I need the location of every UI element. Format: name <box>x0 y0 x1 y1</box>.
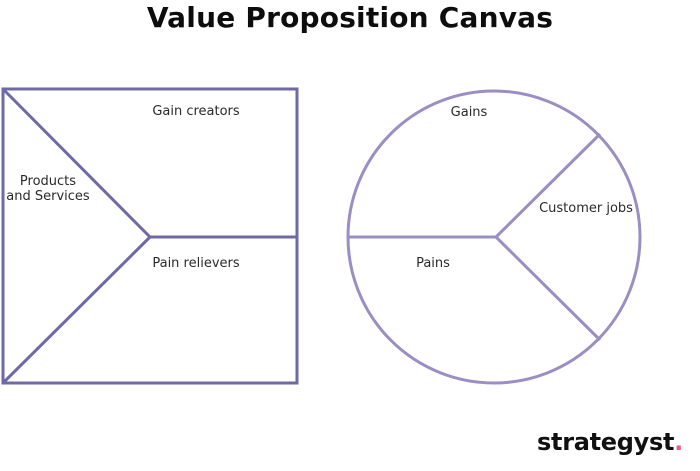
gain-creators-label: Gain creators <box>152 104 240 119</box>
jobs-upper-divider <box>494 132 602 239</box>
customer-jobs-label: Customer jobs <box>539 201 633 216</box>
brand-dot: . <box>674 428 683 456</box>
jobs-lower-divider <box>494 235 602 342</box>
value-map: Gain creators Products and Services Pain… <box>1 87 299 385</box>
products-upper-divider <box>1 87 152 239</box>
products-services-label-line2: and Services <box>6 189 90 204</box>
strategyst-logo: strategyst. <box>537 427 683 457</box>
pain-relievers-label: Pain relievers <box>152 256 240 271</box>
products-services-label-line1: Products <box>20 174 76 189</box>
products-lower-divider <box>1 235 152 385</box>
gains-label: Gains <box>451 105 488 120</box>
pains-label: Pains <box>416 256 450 271</box>
page-title: Value Proposition Canvas <box>146 1 554 34</box>
customer-profile: Gains Customer jobs Pains <box>346 89 642 385</box>
brand-name: strategyst <box>537 428 675 456</box>
